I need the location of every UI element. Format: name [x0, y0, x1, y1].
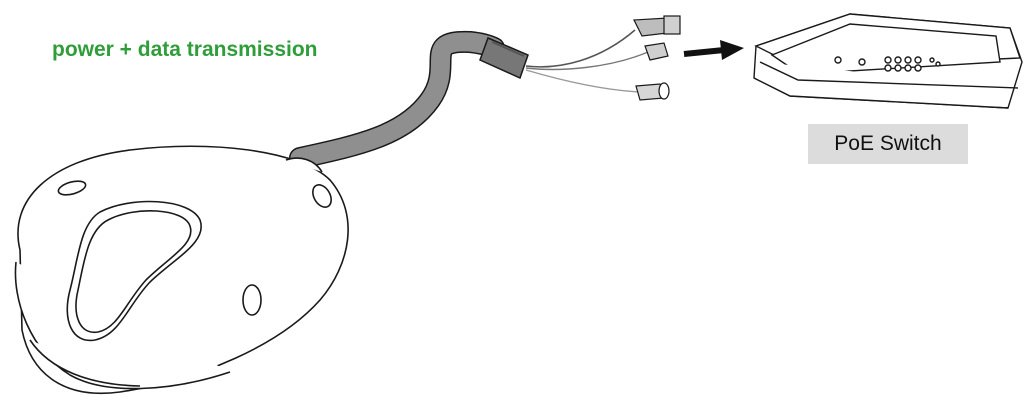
diagram-caption: power + data transmission — [52, 38, 318, 61]
arrow-right-icon — [683, 40, 744, 60]
poe-switch-label: PoE Switch — [808, 124, 968, 164]
cable-icon — [289, 29, 649, 169]
dome-camera-icon — [14, 145, 349, 395]
dc-power-connector-icon — [635, 82, 670, 101]
rj45-connector-icon — [633, 15, 681, 61]
poe-switch-icon — [753, 13, 1023, 109]
